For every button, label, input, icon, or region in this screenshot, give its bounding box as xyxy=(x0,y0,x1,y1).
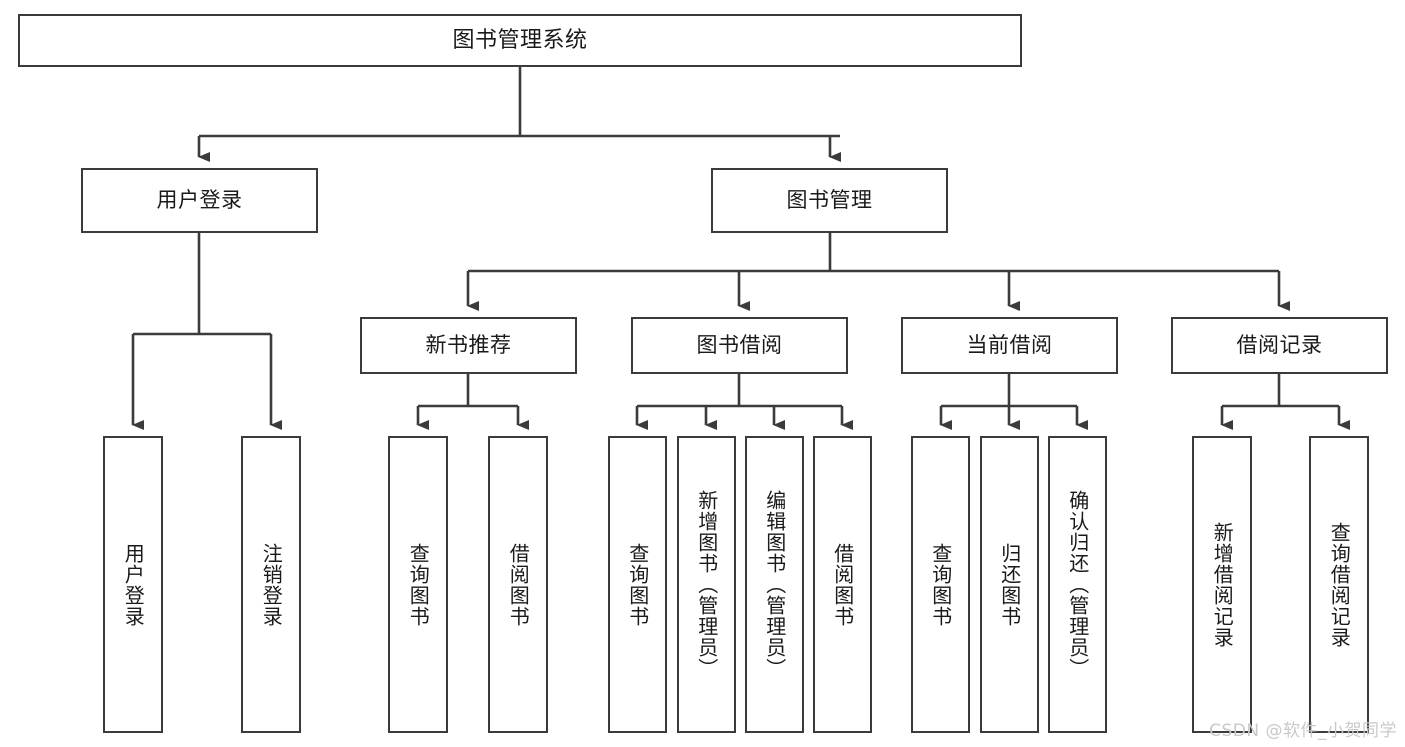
node-leaf-logout-login[interactable]: 注销登录 xyxy=(241,436,301,733)
node-leaf-borrow-book-1[interactable]: 借阅图书 xyxy=(488,436,548,733)
node-current-borrow-label: 当前借阅 xyxy=(966,333,1053,358)
node-leaf-query-record-label: 查询借阅记录 xyxy=(1327,521,1352,648)
node-leaf-borrow-book-2-label: 借阅图书 xyxy=(830,542,855,627)
node-leaf-query-book-3-label: 查询图书 xyxy=(928,542,953,627)
node-leaf-add-record[interactable]: 新增借阅记录 xyxy=(1192,436,1252,733)
node-new-book-recommend-label: 新书推荐 xyxy=(425,333,512,358)
node-leaf-edit-book[interactable]: 编辑图书（管理员） xyxy=(745,436,804,733)
node-root-label: 图书管理系统 xyxy=(452,27,588,53)
node-leaf-confirm-return-label: 确认归还（管理员） xyxy=(1065,490,1090,679)
node-leaf-query-book-1[interactable]: 查询图书 xyxy=(388,436,448,733)
node-user-login-label: 用户登录 xyxy=(156,188,243,213)
node-leaf-add-book-label: 新增图书（管理员） xyxy=(694,490,719,679)
node-book-borrow-label: 图书借阅 xyxy=(696,333,783,358)
node-leaf-return-book[interactable]: 归还图书 xyxy=(980,436,1039,733)
node-leaf-query-book-1-label: 查询图书 xyxy=(406,542,431,627)
node-leaf-return-book-label: 归还图书 xyxy=(997,542,1022,627)
node-leaf-add-book[interactable]: 新增图书（管理员） xyxy=(677,436,736,733)
node-leaf-user-login[interactable]: 用户登录 xyxy=(103,436,163,733)
node-root[interactable]: 图书管理系统 xyxy=(18,14,1022,67)
node-user-login[interactable]: 用户登录 xyxy=(81,168,318,233)
node-leaf-add-record-label: 新增借阅记录 xyxy=(1210,521,1235,648)
node-leaf-borrow-book-1-label: 借阅图书 xyxy=(506,542,531,627)
node-book-management-label: 图书管理 xyxy=(786,188,873,213)
node-borrow-record[interactable]: 借阅记录 xyxy=(1171,317,1388,374)
node-leaf-edit-book-label: 编辑图书（管理员） xyxy=(762,490,787,679)
node-book-borrow[interactable]: 图书借阅 xyxy=(631,317,848,374)
node-leaf-query-book-2[interactable]: 查询图书 xyxy=(608,436,667,733)
node-new-book-recommend[interactable]: 新书推荐 xyxy=(360,317,577,374)
node-leaf-logout-login-label: 注销登录 xyxy=(259,542,284,627)
node-leaf-borrow-book-2[interactable]: 借阅图书 xyxy=(813,436,872,733)
node-leaf-query-book-2-label: 查询图书 xyxy=(625,542,650,627)
watermark-text: CSDN @软件_小贺同学 xyxy=(1209,721,1397,741)
node-leaf-query-book-3[interactable]: 查询图书 xyxy=(911,436,970,733)
node-current-borrow[interactable]: 当前借阅 xyxy=(901,317,1118,374)
node-book-management[interactable]: 图书管理 xyxy=(711,168,948,233)
node-borrow-record-label: 借阅记录 xyxy=(1236,333,1323,358)
node-leaf-confirm-return[interactable]: 确认归还（管理员） xyxy=(1048,436,1107,733)
node-leaf-user-login-label: 用户登录 xyxy=(121,542,146,627)
node-leaf-query-record[interactable]: 查询借阅记录 xyxy=(1309,436,1369,733)
